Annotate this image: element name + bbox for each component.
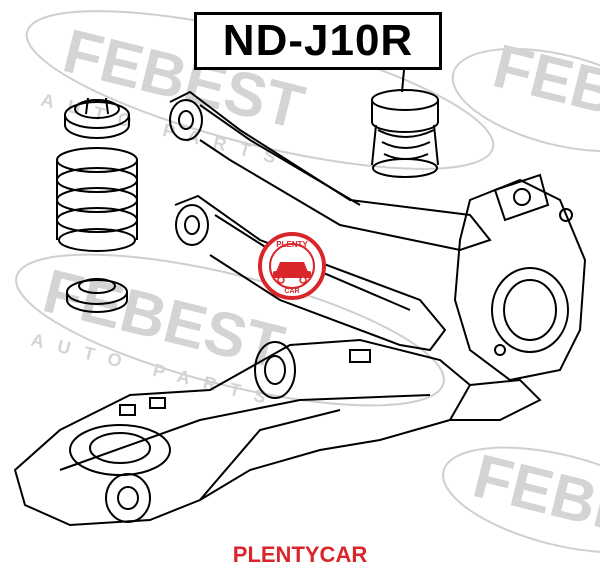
coil-spring-assembly [56, 97, 138, 313]
control-arms [169, 90, 492, 352]
upper-arm-bushing [169, 99, 203, 141]
subframe-mount [105, 473, 151, 523]
subframe [13, 338, 542, 527]
knuckle-assembly [453, 173, 587, 382]
watermark-brand: FEBEST [487, 32, 600, 158]
seal-bottom-text: CAR [284, 288, 299, 295]
lower-arm-bushing [175, 204, 209, 246]
bump-stop-icon [371, 69, 439, 178]
footer-brand: PLENTYCAR [232, 542, 368, 567]
watermark-ring [442, 446, 600, 554]
watermark-ring [451, 47, 600, 153]
coil-spring [56, 147, 138, 252]
seal-top-text: PLENTY [276, 240, 308, 249]
hub-bore [491, 267, 569, 353]
subframe-bushing [254, 341, 296, 399]
car-seal-icon: PLENTY CAR [258, 232, 326, 300]
part-number-label: ND-J10R [194, 12, 442, 70]
